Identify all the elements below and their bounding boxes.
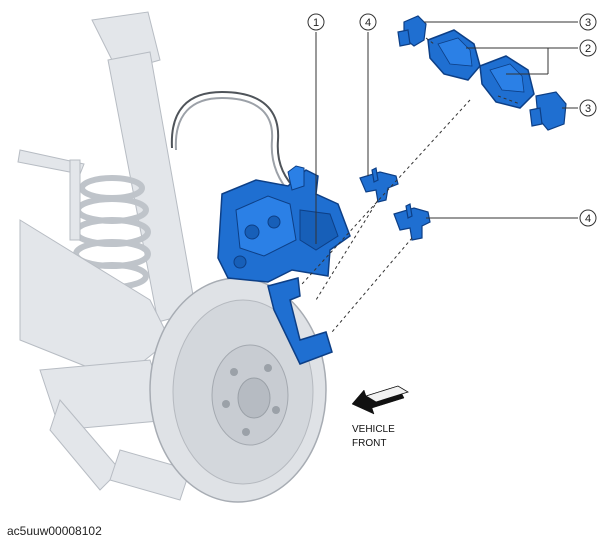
pad-retainer-upper <box>359 167 399 203</box>
front-label: FRONT <box>352 438 386 449</box>
callout-4-upper: 4 <box>359 13 377 176</box>
brake-pad-lower <box>479 55 535 109</box>
brake-hose <box>170 90 299 197</box>
brake-rotor <box>149 277 327 503</box>
shim-lower <box>529 91 567 131</box>
callout-4-upper-number: 4 <box>365 17 371 29</box>
callout-1: 1 <box>307 13 325 244</box>
callout-2: 2 <box>466 39 597 75</box>
callout-3-upper-number: 3 <box>585 17 591 29</box>
callout-1-number: 1 <box>313 17 319 29</box>
callout-3-lower: 3 <box>562 99 597 117</box>
vehicle-front-arrow <box>351 385 409 415</box>
suspension-background <box>17 11 197 501</box>
callout-4-lower: 4 <box>426 209 597 227</box>
callout-4-lower-number: 4 <box>585 213 591 225</box>
callout-2-number: 2 <box>585 43 591 55</box>
vehicle-label: VEHICLE <box>352 424 395 435</box>
caliper <box>217 165 351 365</box>
brake-pad-upper <box>427 29 481 81</box>
figure-caption: ac5uuw00008102 <box>7 524 102 538</box>
callout-3-lower-number: 3 <box>585 103 591 115</box>
assembly-guide-lines <box>301 37 521 333</box>
shim-upper <box>397 15 427 47</box>
pad-retainer-lower <box>393 203 431 241</box>
callout-3-upper: 3 <box>424 13 597 31</box>
